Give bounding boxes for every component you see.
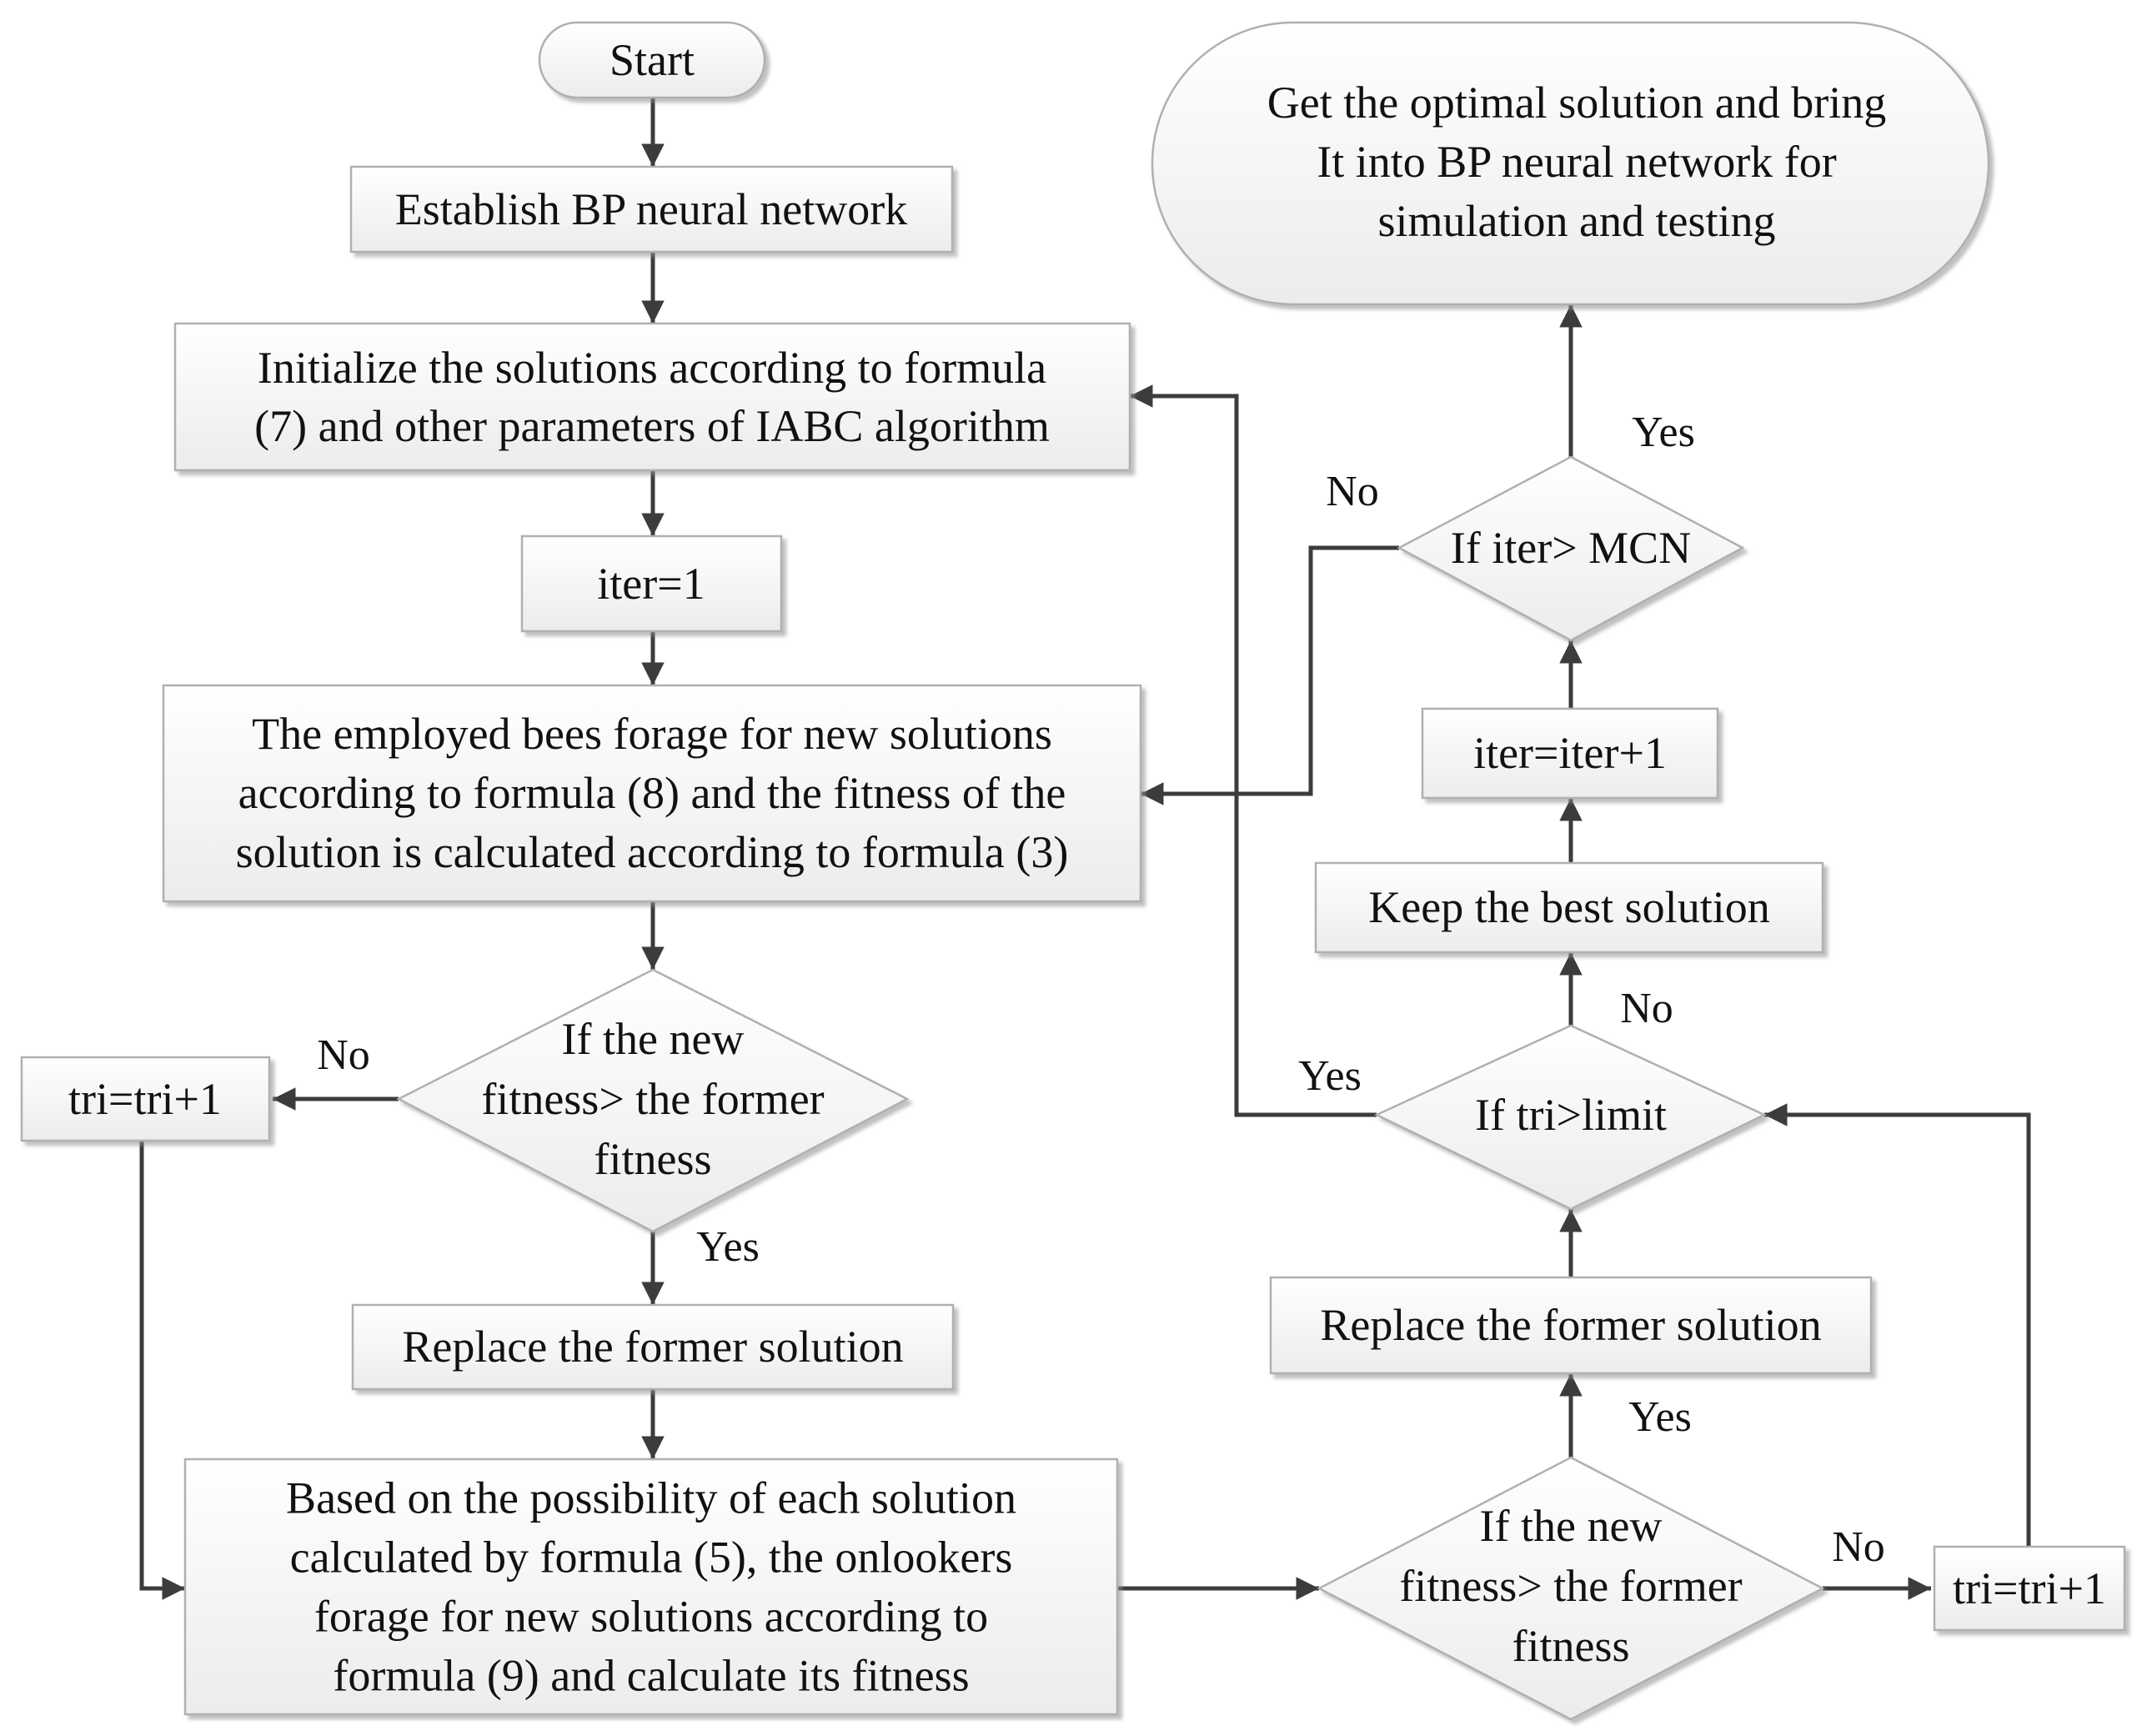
node-decision2-label: If the new fitness> the former fitness — [1399, 1501, 1742, 1671]
node-start-label: Start — [609, 35, 695, 85]
replace-right-process-shape — [1269, 1276, 1873, 1375]
node-onlookers: Based on the possibility of each solutio… — [183, 1458, 1119, 1716]
label-line: If the new — [1480, 1501, 1663, 1551]
keep-best-process-shape — [1314, 861, 1824, 954]
node-decision-limit: If tri>limit — [1374, 1024, 1767, 1211]
node-decision-mcn: If iter> MCN — [1397, 455, 1745, 642]
label-line: fitness> the former — [1399, 1561, 1742, 1611]
node-end-label: Get the optimal solution and bring It int… — [1267, 78, 1886, 246]
node-employed-label: The employed bees forage for new solutio… — [236, 709, 1069, 877]
label-line: forage for new solutions according to — [314, 1592, 988, 1642]
node-replace-left: Replace the former solution — [351, 1303, 955, 1391]
label-line: If iter> MCN — [1451, 523, 1691, 573]
edge-tri-left-to-onlookers — [139, 1141, 185, 1600]
label-line: fitness — [1512, 1621, 1630, 1671]
label-line: Initialize the solutions according to fo… — [258, 343, 1046, 393]
iter1-process-shape — [520, 534, 783, 633]
node-decision-mcn-label: If iter> MCN — [1451, 523, 1691, 573]
label-line: solution is calculated according to form… — [236, 827, 1069, 877]
decision2-shape — [1317, 1456, 1825, 1721]
label-decision1-no: No — [317, 1031, 370, 1079]
node-decision-limit-label: If tri>limit — [1475, 1090, 1667, 1140]
node-keep-best: Keep the best solution — [1314, 861, 1824, 954]
node-iter-inc-label: iter=iter+1 — [1473, 728, 1667, 778]
node-start: Start — [538, 21, 766, 99]
tri-left-process-shape — [20, 1056, 271, 1142]
label-line: (7) and other parameters of IABC algorit… — [254, 401, 1050, 451]
edges — [139, 98, 2031, 1600]
label-line: calculated by formula (5), the onlookers — [290, 1533, 1013, 1583]
establish-process-shape — [349, 165, 954, 253]
onlookers-process-shape — [183, 1458, 1119, 1716]
label-line: fitness — [594, 1134, 712, 1184]
label-line: simulation and testing — [1378, 196, 1776, 246]
start-terminal-shape — [538, 21, 766, 99]
node-iter1: iter=1 — [520, 534, 783, 633]
label-decision1-yes: Yes — [696, 1223, 760, 1271]
label-line: iter=1 — [597, 559, 705, 609]
label-line: Establish BP neural network — [395, 184, 907, 234]
decision1-shape — [396, 968, 910, 1233]
label-decision2-yes: Yes — [1628, 1393, 1692, 1441]
label-line: If the new — [562, 1014, 745, 1064]
node-decision1-label: If the new fitness> the former fitness — [481, 1014, 824, 1184]
node-establish-label: Establish BP neural network — [395, 184, 907, 234]
label-line: tri=tri+1 — [1953, 1563, 2106, 1613]
label-mcn-no: No — [1326, 468, 1379, 515]
label-mcn-yes: Yes — [1632, 409, 1695, 456]
node-iter-inc: iter=iter+1 — [1421, 707, 1719, 800]
decision-limit-shape — [1374, 1024, 1767, 1211]
decision-mcn-shape — [1397, 455, 1745, 642]
label-line: formula (9) and calculate its fitness — [333, 1651, 969, 1701]
label-line: Based on the possibility of each solutio… — [286, 1473, 1016, 1523]
node-init: Initialize the solutions according to fo… — [173, 322, 1131, 472]
node-tri-left: tri=tri+1 — [20, 1056, 271, 1142]
label-line: according to formula (8) and the fitness… — [238, 768, 1066, 818]
label-limit-yes: Yes — [1298, 1052, 1362, 1100]
label-line: Start — [609, 35, 695, 85]
node-iter1-label: iter=1 — [597, 559, 705, 609]
node-decision2: If the new fitness> the former fitness — [1317, 1456, 1825, 1721]
label-line: Replace the former solution — [402, 1322, 903, 1372]
employed-process-shape — [162, 684, 1142, 903]
label-line: fitness> the former — [481, 1074, 824, 1124]
label-line: Keep the best solution — [1368, 882, 1769, 932]
node-init-label: Initialize the solutions according to fo… — [254, 343, 1050, 451]
edge-tri-right-to-limit — [1764, 1103, 2031, 1547]
node-establish: Establish BP neural network — [349, 165, 954, 253]
end-terminal-shape — [1151, 21, 1990, 306]
node-replace-right-label: Replace the former solution — [1320, 1300, 1821, 1350]
label-line: iter=iter+1 — [1473, 728, 1667, 778]
node-end: Get the optimal solution and bring It int… — [1151, 21, 1990, 306]
label-line: Replace the former solution — [1320, 1300, 1821, 1350]
label-line: The employed bees forage for new solutio… — [252, 709, 1052, 759]
node-replace-right: Replace the former solution — [1269, 1276, 1873, 1375]
label-decision2-no: No — [1832, 1523, 1885, 1571]
edge-labels: No Yes Yes No No Yes Yes No — [317, 409, 1885, 1571]
label-line: tri=tri+1 — [68, 1074, 222, 1124]
node-replace-left-label: Replace the former solution — [402, 1322, 903, 1372]
node-decision1: If the new fitness> the former fitness — [396, 968, 910, 1233]
label-line: Get the optimal solution and bring — [1267, 78, 1886, 128]
node-onlookers-label: Based on the possibility of each solutio… — [286, 1473, 1016, 1701]
node-tri-right-label: tri=tri+1 — [1953, 1563, 2106, 1613]
node-tri-left-label: tri=tri+1 — [68, 1074, 222, 1124]
label-line: It into BP neural network for — [1317, 137, 1836, 187]
node-keep-best-label: Keep the best solution — [1368, 882, 1769, 932]
node-employed: The employed bees forage for new solutio… — [162, 684, 1142, 903]
label-limit-no: No — [1620, 985, 1673, 1032]
label-line: If tri>limit — [1475, 1090, 1667, 1140]
init-process-shape — [173, 322, 1131, 472]
node-tri-right: tri=tri+1 — [1933, 1545, 2126, 1632]
iter-inc-process-shape — [1421, 707, 1719, 800]
replace-left-process-shape — [351, 1303, 955, 1391]
edge-mcn-no-to-employed — [1141, 545, 1399, 805]
edge-limit-yes-to-init — [1130, 384, 1377, 1117]
tri-right-process-shape — [1933, 1545, 2126, 1632]
